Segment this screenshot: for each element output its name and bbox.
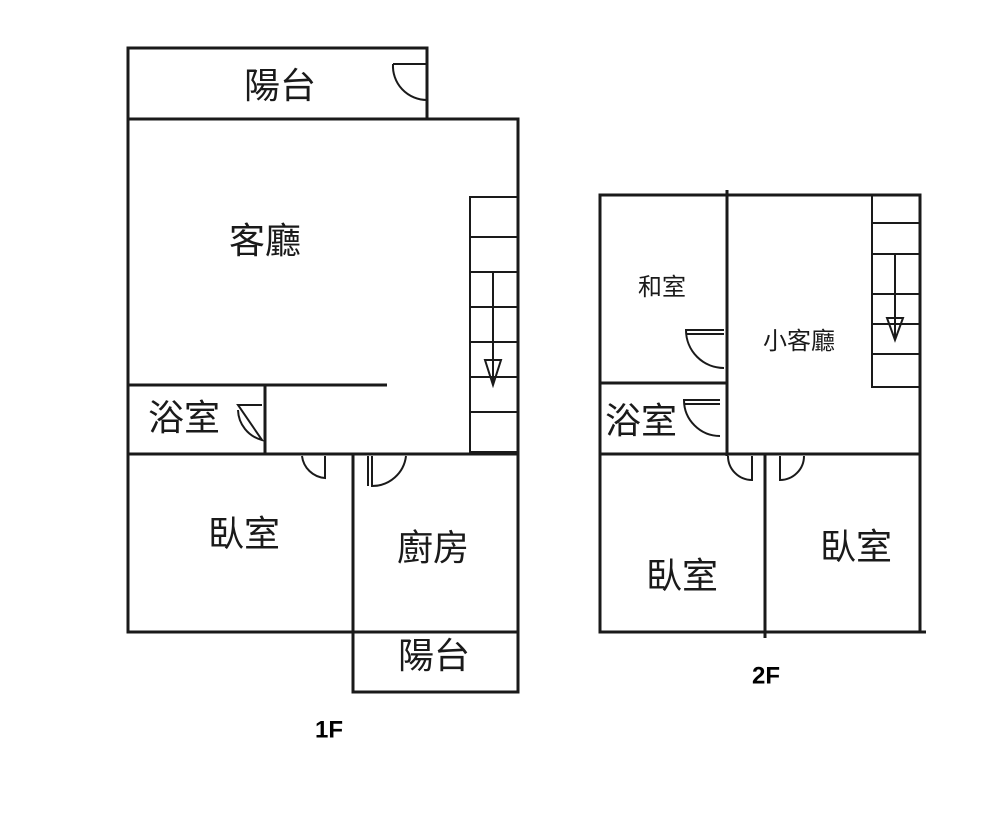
door-swing-icon [727,455,753,482]
door-swing-icon [371,455,407,488]
stair-frame [469,196,519,453]
door-swing-icon [682,399,721,437]
arrow-down-icon [483,359,503,389]
room-label-bedroom-left: 臥室 [646,556,718,597]
door-swing-icon [236,404,265,442]
stairs-2f [871,194,921,388]
main-walls [598,193,922,634]
doors-1f [236,63,428,488]
doors-2f [682,329,805,482]
door-swing-icon [391,63,428,102]
stairs-1f [469,196,519,453]
room-label-living-room: 客廳 [229,221,301,262]
room-label-balcony-top: 陽台 [244,66,316,107]
room-label-bedroom-right: 臥室 [820,527,892,568]
room-label-bedroom: 臥室 [208,514,280,555]
floor-1f: 陽台 客廳 浴室 臥室 廚房 陽台 1F [126,46,520,743]
room-label-tatami: 和室 [638,273,686,301]
floor-label-1f: 1F [315,716,343,743]
stair-frame [871,194,921,388]
room-label-small-living-room: 小客廳 [763,327,835,355]
room-label-bathroom: 浴室 [148,398,220,439]
floor-2f-walls [598,190,926,638]
arrow-down-icon [885,317,905,343]
floor-2f: 和室 小客廳 浴室 臥室 臥室 2F [598,190,926,689]
room-label-balcony-bottom: 陽台 [398,636,470,677]
door-swing-icon [301,455,326,480]
room-label-kitchen: 廚房 [397,528,469,569]
door-swing-icon [684,329,725,369]
floor-1f-walls [126,46,520,694]
door-swing-icon [779,455,805,482]
room-label-bathroom: 浴室 [605,401,677,442]
floor-label-2f: 2F [752,662,780,689]
